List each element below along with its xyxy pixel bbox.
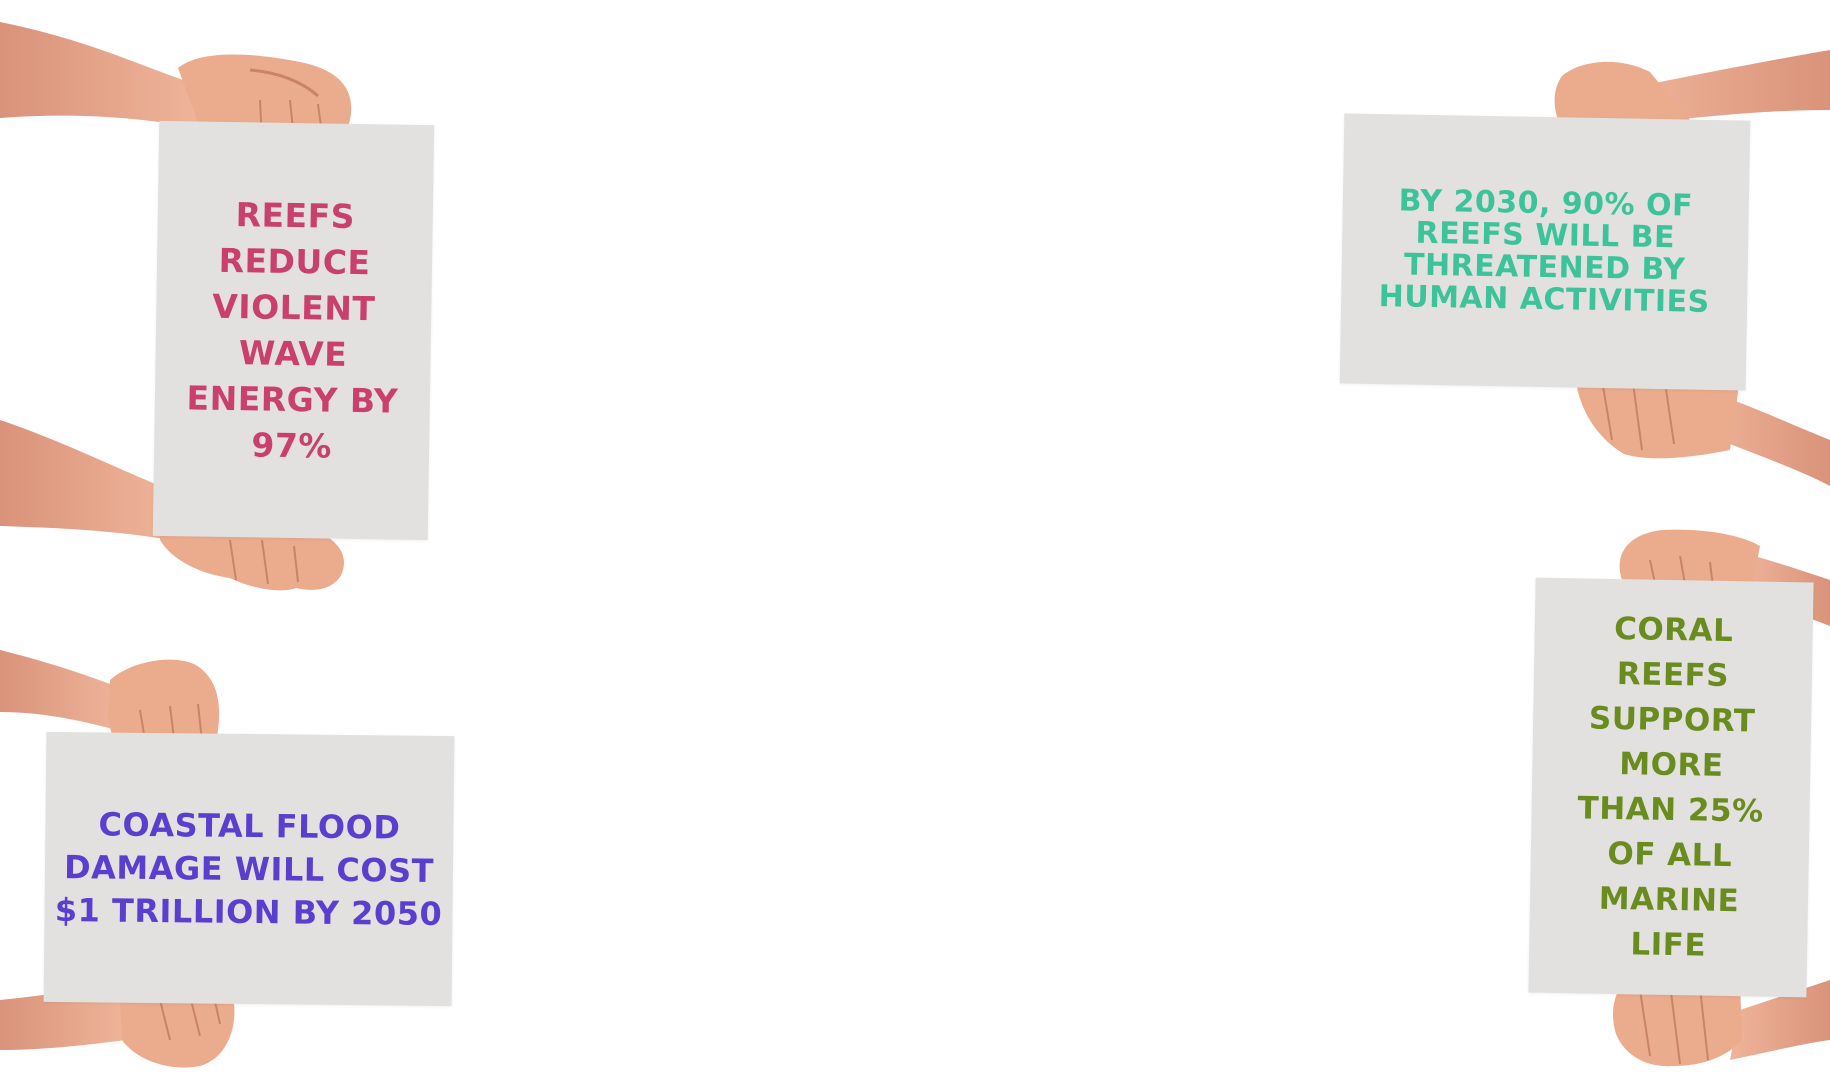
sign-marine-life: CORAL REEFS SUPPORT MORE THAN 25% OF ALL… xyxy=(1528,577,1814,998)
sign-wave-energy: REEFS REDUCE VIOLENT WAVE ENERGY BY 97% xyxy=(152,120,435,541)
sign-reefs-threatened: BY 2030, 90% OF REEFS WILL BE THREATENED… xyxy=(1339,113,1751,391)
sign-reefs-threatened-text: BY 2030, 90% OF REEFS WILL BE THREATENED… xyxy=(1378,183,1710,320)
sign-wave-energy-text: REEFS REDUCE VIOLENT WAVE ENERGY BY 97% xyxy=(186,194,399,466)
sign-coastal-flood: COASTAL FLOOD DAMAGE WILL COST $1 TRILLI… xyxy=(43,731,455,1007)
sign-coastal-flood-text: COASTAL FLOOD DAMAGE WILL COST $1 TRILLI… xyxy=(54,804,443,933)
sign-marine-life-text: CORAL REEFS SUPPORT MORE THAN 25% OF ALL… xyxy=(1577,610,1764,964)
